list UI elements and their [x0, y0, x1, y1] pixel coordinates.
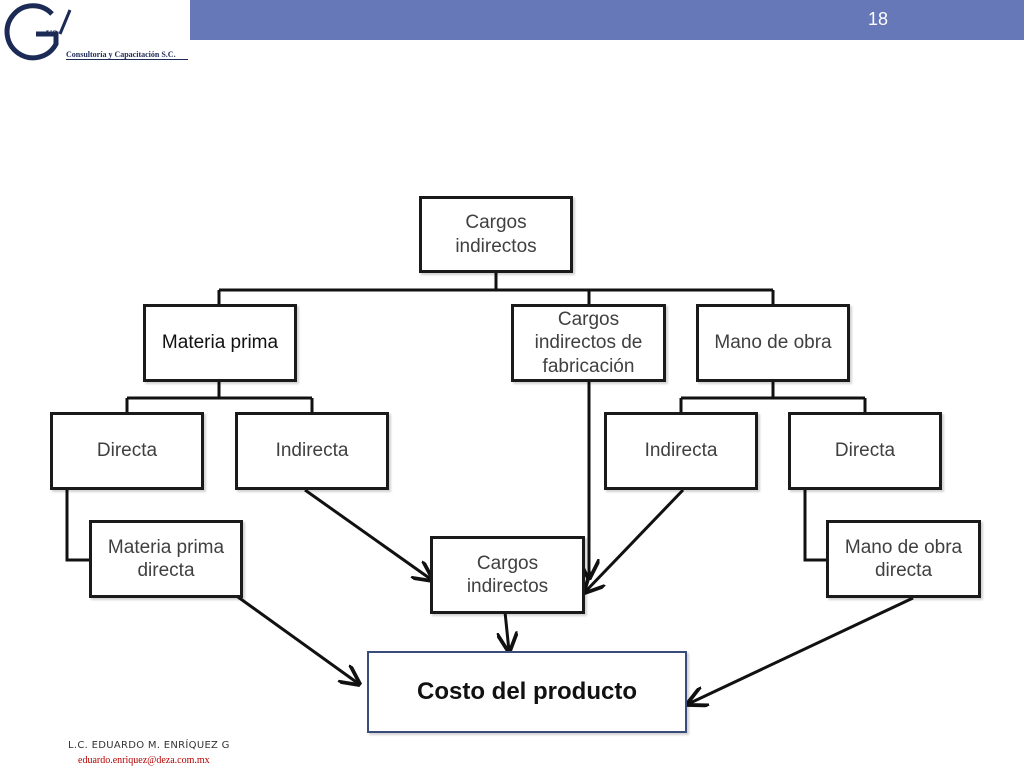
logo-text: Consultoría y Capacitación S.C.: [66, 50, 176, 59]
header-bar: 18: [190, 0, 1024, 40]
node-root-cargos-indirectos: Cargos indirectos: [419, 196, 573, 273]
node-mo-directa: Directa: [788, 412, 942, 490]
node-cargos-indirectos-result: Cargos indirectos: [430, 536, 585, 614]
footer-author: L.C. EDUARDO M. ENRÍQUEZ G: [68, 740, 230, 751]
company-logo: va Consultoría y Capacitación S.C.: [0, 0, 190, 62]
node-mano-obra: Mano de obra: [696, 304, 850, 382]
node-mp-directa: Directa: [50, 412, 204, 490]
connector-mp-directa-result: [65, 489, 90, 562]
logo-underline: [66, 59, 188, 60]
arrow-mp-directa-to-costo: [230, 590, 359, 684]
node-cif: Cargos indirectos de fabricación: [511, 304, 666, 382]
node-mo-indirecta: Indirecta: [604, 412, 758, 490]
node-costo-del-producto: Costo del producto: [367, 651, 687, 733]
arrow-mo-directa-to-costo: [688, 596, 914, 704]
arrow-mp-indirecta-to-cargos: [304, 488, 432, 580]
node-materia-prima: Materia prima: [143, 304, 297, 382]
node-mo-directa-result: Mano de obra directa: [826, 520, 981, 598]
slide-number: 18: [867, 9, 888, 29]
arrow-cargos-to-costo: [505, 611, 509, 651]
node-mp-indirecta: Indirecta: [235, 412, 389, 490]
arrow-mo-indirecta-to-cargos: [585, 488, 685, 592]
footer-email: eduardo.enriquez@deza.com.mx: [78, 755, 210, 766]
logo-g-icon: va: [4, 3, 72, 61]
node-mp-directa-result: Materia prima directa: [89, 520, 243, 598]
logo-letters: va: [46, 25, 58, 39]
connector-mo-directa-result: [803, 489, 827, 562]
